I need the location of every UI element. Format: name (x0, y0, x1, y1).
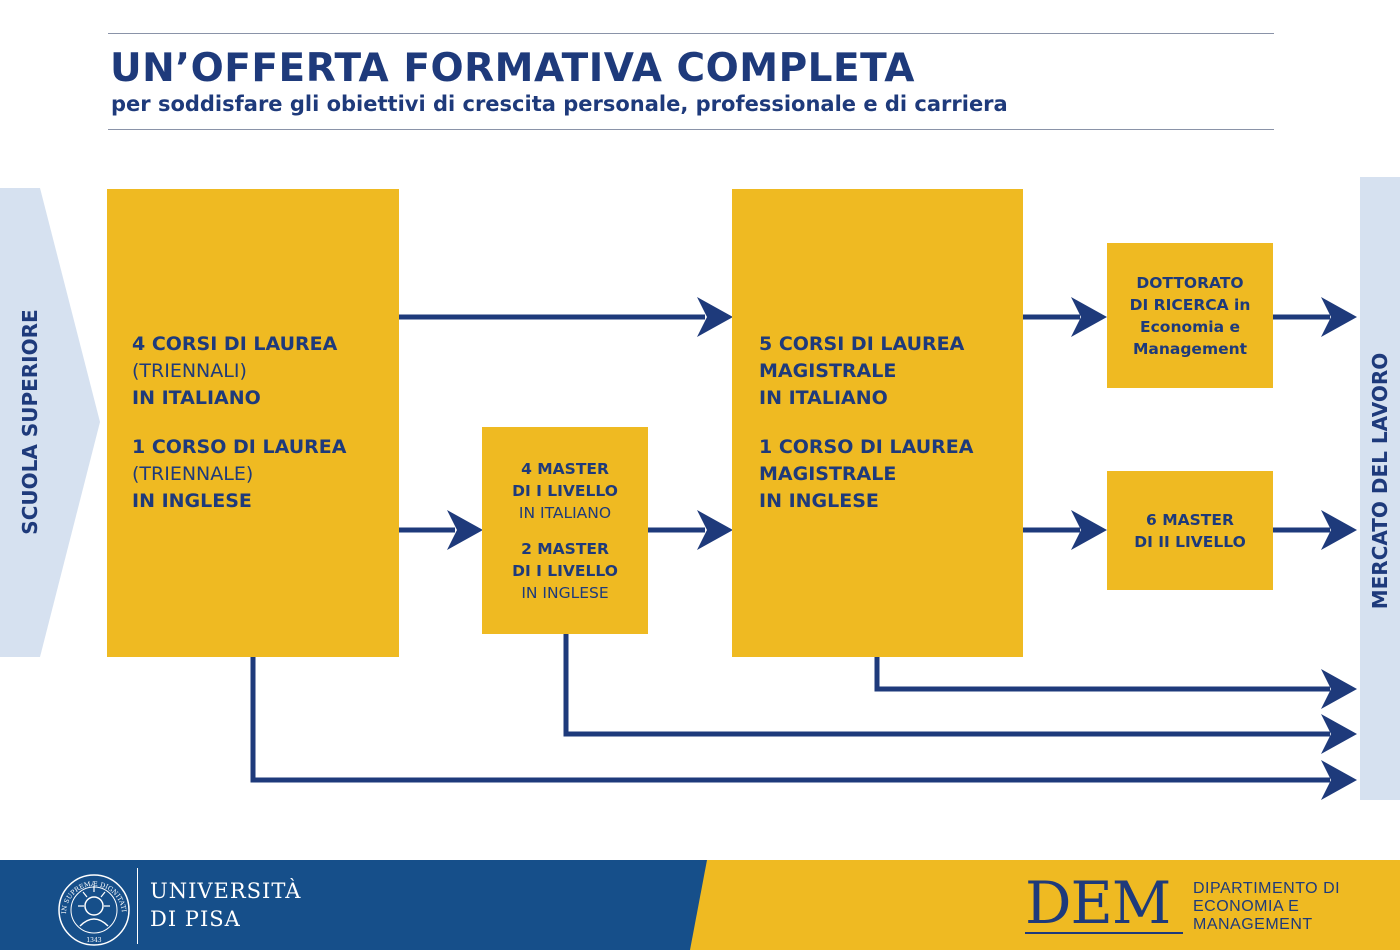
page-subtitle: per soddisfare gli obiettivi di crescita… (111, 92, 1008, 116)
box-lauree-triennali: 4 CORSI DI LAUREA (TRIENNALI) IN ITALIAN… (107, 189, 399, 657)
dottorato-line-3: Economia e (1140, 317, 1240, 336)
header-top-rule (108, 33, 1274, 34)
university-name: UNIVERSITÀ DI PISA (150, 877, 301, 933)
footer-divider (137, 868, 138, 944)
header-bottom-rule (108, 129, 1274, 130)
master1-level-italian: DI I LIVELLO (512, 481, 618, 500)
triennali-count-italian: 4 CORSI DI LAUREA (132, 333, 338, 355)
master1-count-italian: 4 MASTER (521, 459, 609, 478)
arrowhead-3 (697, 510, 733, 550)
footer-background (0, 860, 1400, 950)
master1-count-english: 2 MASTER (521, 539, 609, 558)
arrowhead-10 (1321, 760, 1357, 800)
arrowhead-2 (447, 510, 483, 550)
arrowhead-8 (1321, 669, 1357, 709)
arrow-magistrali-to-lavoro (874, 657, 1330, 692)
dem-line-2: ECONOMIA E (1193, 898, 1300, 915)
university-name-line-2: DI PISA (150, 907, 241, 931)
triennali-language-english: IN INGLESE (132, 490, 252, 512)
magistrali-language-english: IN INGLESE (759, 490, 879, 512)
dem-logo: DEM (1025, 869, 1171, 937)
box-master-secondo-livello: 6 MASTER DI II LIVELLO (1107, 471, 1273, 590)
dottorato-line-4: Management (1132, 339, 1248, 358)
arrow-master1-to-lavoro (563, 634, 1330, 737)
magistrali-count-english: 1 CORSO DI LAUREA (759, 436, 974, 458)
label-mercato-del-lavoro: MERCATO DEL LAVORO (1368, 352, 1392, 610)
dottorato-line-1: DOTTORATO (1136, 273, 1244, 292)
arrowhead-4 (1071, 297, 1107, 337)
magistrali-language-italian: IN ITALIANO (759, 387, 888, 409)
master1-language-italian: IN ITALIANO (518, 503, 612, 522)
master1-level-english: DI I LIVELLO (512, 561, 618, 580)
arrowhead-5 (1071, 510, 1107, 550)
triennali-type-italian: (TRIENNALI) (132, 360, 247, 382)
page-title: UN’OFFERTA FORMATIVA COMPLETA (110, 46, 915, 91)
dottorato-line-2: DI RICERCA in (1129, 295, 1251, 314)
arrowhead-1 (697, 297, 733, 337)
master2-level: DI II LIVELLO (1134, 532, 1246, 551)
arrow-triennali-to-lavoro (250, 657, 1330, 783)
triennali-type-english: (TRIENNALE) (132, 463, 254, 485)
university-seal-icon: IN SUPREMÆ DIGNITATIS 1343 (56, 872, 130, 946)
master1-language-english: IN INGLESE (521, 583, 609, 602)
dem-department-name: DIPARTIMENTO DI ECONOMIA E MANAGEMENT (1193, 880, 1340, 934)
master2-count: 6 MASTER (1146, 510, 1234, 529)
box-master-primo-livello: 4 MASTER DI I LIVELLO IN ITALIANO 2 MAST… (482, 427, 648, 634)
magistrali-type-english: MAGISTRALE (759, 463, 897, 485)
arrowhead-7 (1321, 510, 1357, 550)
magistrali-count-italian: 5 CORSI DI LAUREA (759, 333, 965, 355)
university-name-line-1: UNIVERSITÀ (150, 879, 302, 903)
arrowhead-6 (1321, 297, 1357, 337)
triennali-count-english: 1 CORSO DI LAUREA (132, 436, 347, 458)
arrowhead-9 (1321, 714, 1357, 754)
school-chevron (0, 188, 100, 657)
seal-year: 1343 (86, 937, 101, 944)
label-scuola-superiore: SCUOLA SUPERIORE (18, 309, 42, 535)
triennali-language-italian: IN ITALIANO (132, 387, 261, 409)
dem-line-3: MANAGEMENT (1193, 916, 1313, 933)
magistrali-type-italian: MAGISTRALE (759, 360, 897, 382)
box-lauree-magistrali: 5 CORSI DI LAUREA MAGISTRALE IN ITALIANO… (732, 189, 1023, 657)
dem-logo-underline (1025, 932, 1183, 934)
flow-diagram-graphics (0, 177, 1400, 800)
job-market-bar (1360, 177, 1400, 800)
dem-line-1: DIPARTIMENTO DI (1193, 880, 1341, 897)
box-dottorato: DOTTORATO DI RICERCA in Economia e Manag… (1107, 243, 1273, 388)
